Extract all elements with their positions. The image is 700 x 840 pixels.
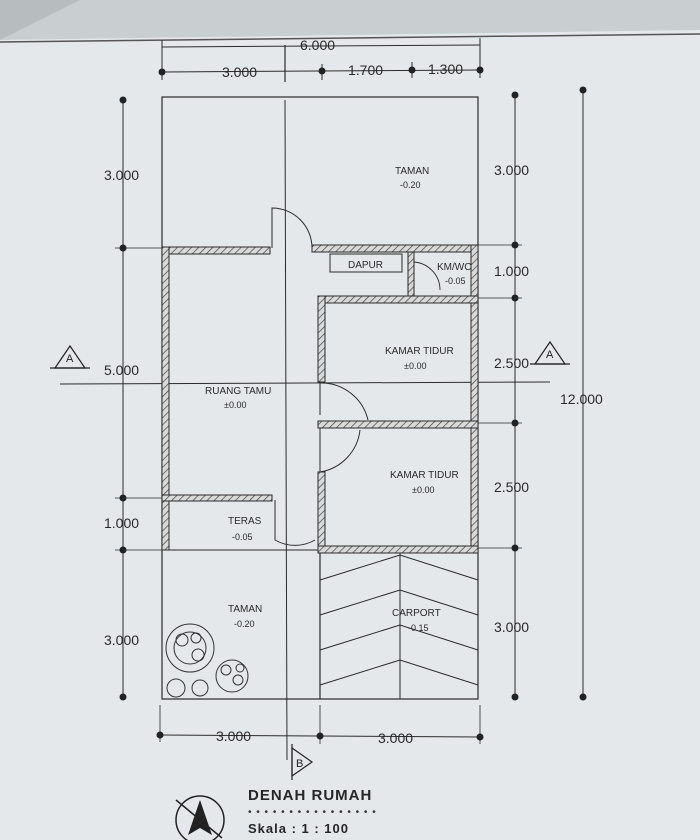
- dim-label-right-2: 1.000: [494, 263, 529, 279]
- carport-ramp-pattern: [319, 550, 479, 699]
- walls: [161, 244, 479, 554]
- door-swing-front: [274, 500, 316, 546]
- garden-plants: [165, 623, 249, 698]
- dim-label-right-3: 2.500: [494, 355, 529, 371]
- room-carport-level: -0.15: [408, 623, 429, 633]
- dim-label-left-3: 1.000: [104, 515, 139, 531]
- door-swing-bedroom-2: [319, 428, 361, 473]
- room-taman-bottom-name: TAMAN: [228, 604, 262, 615]
- dim-label-top-mid: 1.700: [348, 62, 383, 78]
- sheet-border-line: [0, 33, 700, 43]
- room-kamar-tidur-1-level: ±0.00: [404, 361, 426, 371]
- dim-label-left-1: 3.000: [104, 167, 139, 183]
- door-swing-bedroom-1: [319, 382, 369, 421]
- room-taman-top-level: -0.20: [400, 180, 421, 190]
- dim-label-top-left: 3.000: [222, 64, 257, 80]
- dim-label-top-right: 1.300: [428, 61, 463, 77]
- dim-label-right-4: 2.500: [494, 479, 529, 495]
- section-marker-left: A: [50, 344, 90, 369]
- room-ruang-tamu-level: ±0.00: [224, 400, 246, 410]
- room-teras-name: TERAS: [228, 516, 262, 527]
- section-marker-left-label: A: [66, 353, 74, 365]
- dim-label-bottom-left: 3.000: [216, 728, 251, 744]
- room-kamar-tidur-1-name: KAMAR TIDUR: [385, 346, 454, 357]
- paper: [0, 30, 700, 840]
- room-kmwc-name: KM/WC: [437, 262, 471, 273]
- section-marker-right: A: [530, 340, 570, 365]
- north-arrow-icon: [175, 795, 225, 840]
- room-taman-bottom-level: -0.20: [234, 619, 255, 629]
- kitchen-counter: [329, 253, 403, 273]
- dim-label-left-4: 3.000: [104, 632, 139, 648]
- section-marker-bottom-label: B: [296, 758, 303, 770]
- room-kamar-tidur-2-name: KAMAR TIDUR: [390, 470, 459, 481]
- room-taman-top-name: TAMAN: [395, 166, 429, 177]
- room-dapur-name: DAPUR: [348, 260, 383, 271]
- door-swing-rear: [271, 207, 313, 249]
- section-line-a: [59, 381, 551, 385]
- dim-line-top-total: [161, 44, 481, 48]
- room-kmwc-level: -0.05: [445, 276, 466, 286]
- dim-label-top-total: 6.000: [300, 37, 335, 53]
- room-teras-level: -0.05: [232, 532, 253, 542]
- section-marker-bottom: B: [291, 744, 314, 780]
- room-carport-name: CARPORT: [392, 608, 441, 619]
- drawing-title: DENAH RUMAH: [248, 787, 372, 804]
- room-ruang-tamu-name: RUANG TAMU: [205, 386, 271, 397]
- dim-label-bottom-right: 3.000: [378, 730, 413, 746]
- dim-label-right-5: 3.000: [494, 619, 529, 635]
- dim-label-right-total: 12.000: [560, 391, 603, 407]
- room-kamar-tidur-2-level: ±0.00: [412, 485, 434, 495]
- dim-label-left-2: 5.000: [104, 362, 139, 378]
- section-marker-right-label: A: [546, 349, 554, 361]
- dim-label-right-1: 3.000: [494, 162, 529, 178]
- drawing-scale: Skala : 1 : 100: [248, 821, 349, 836]
- title-underline: • • • • • • • • • • • • • • • •: [248, 807, 377, 818]
- paper-fold: [0, 0, 80, 40]
- dimension-dots: [119, 66, 587, 741]
